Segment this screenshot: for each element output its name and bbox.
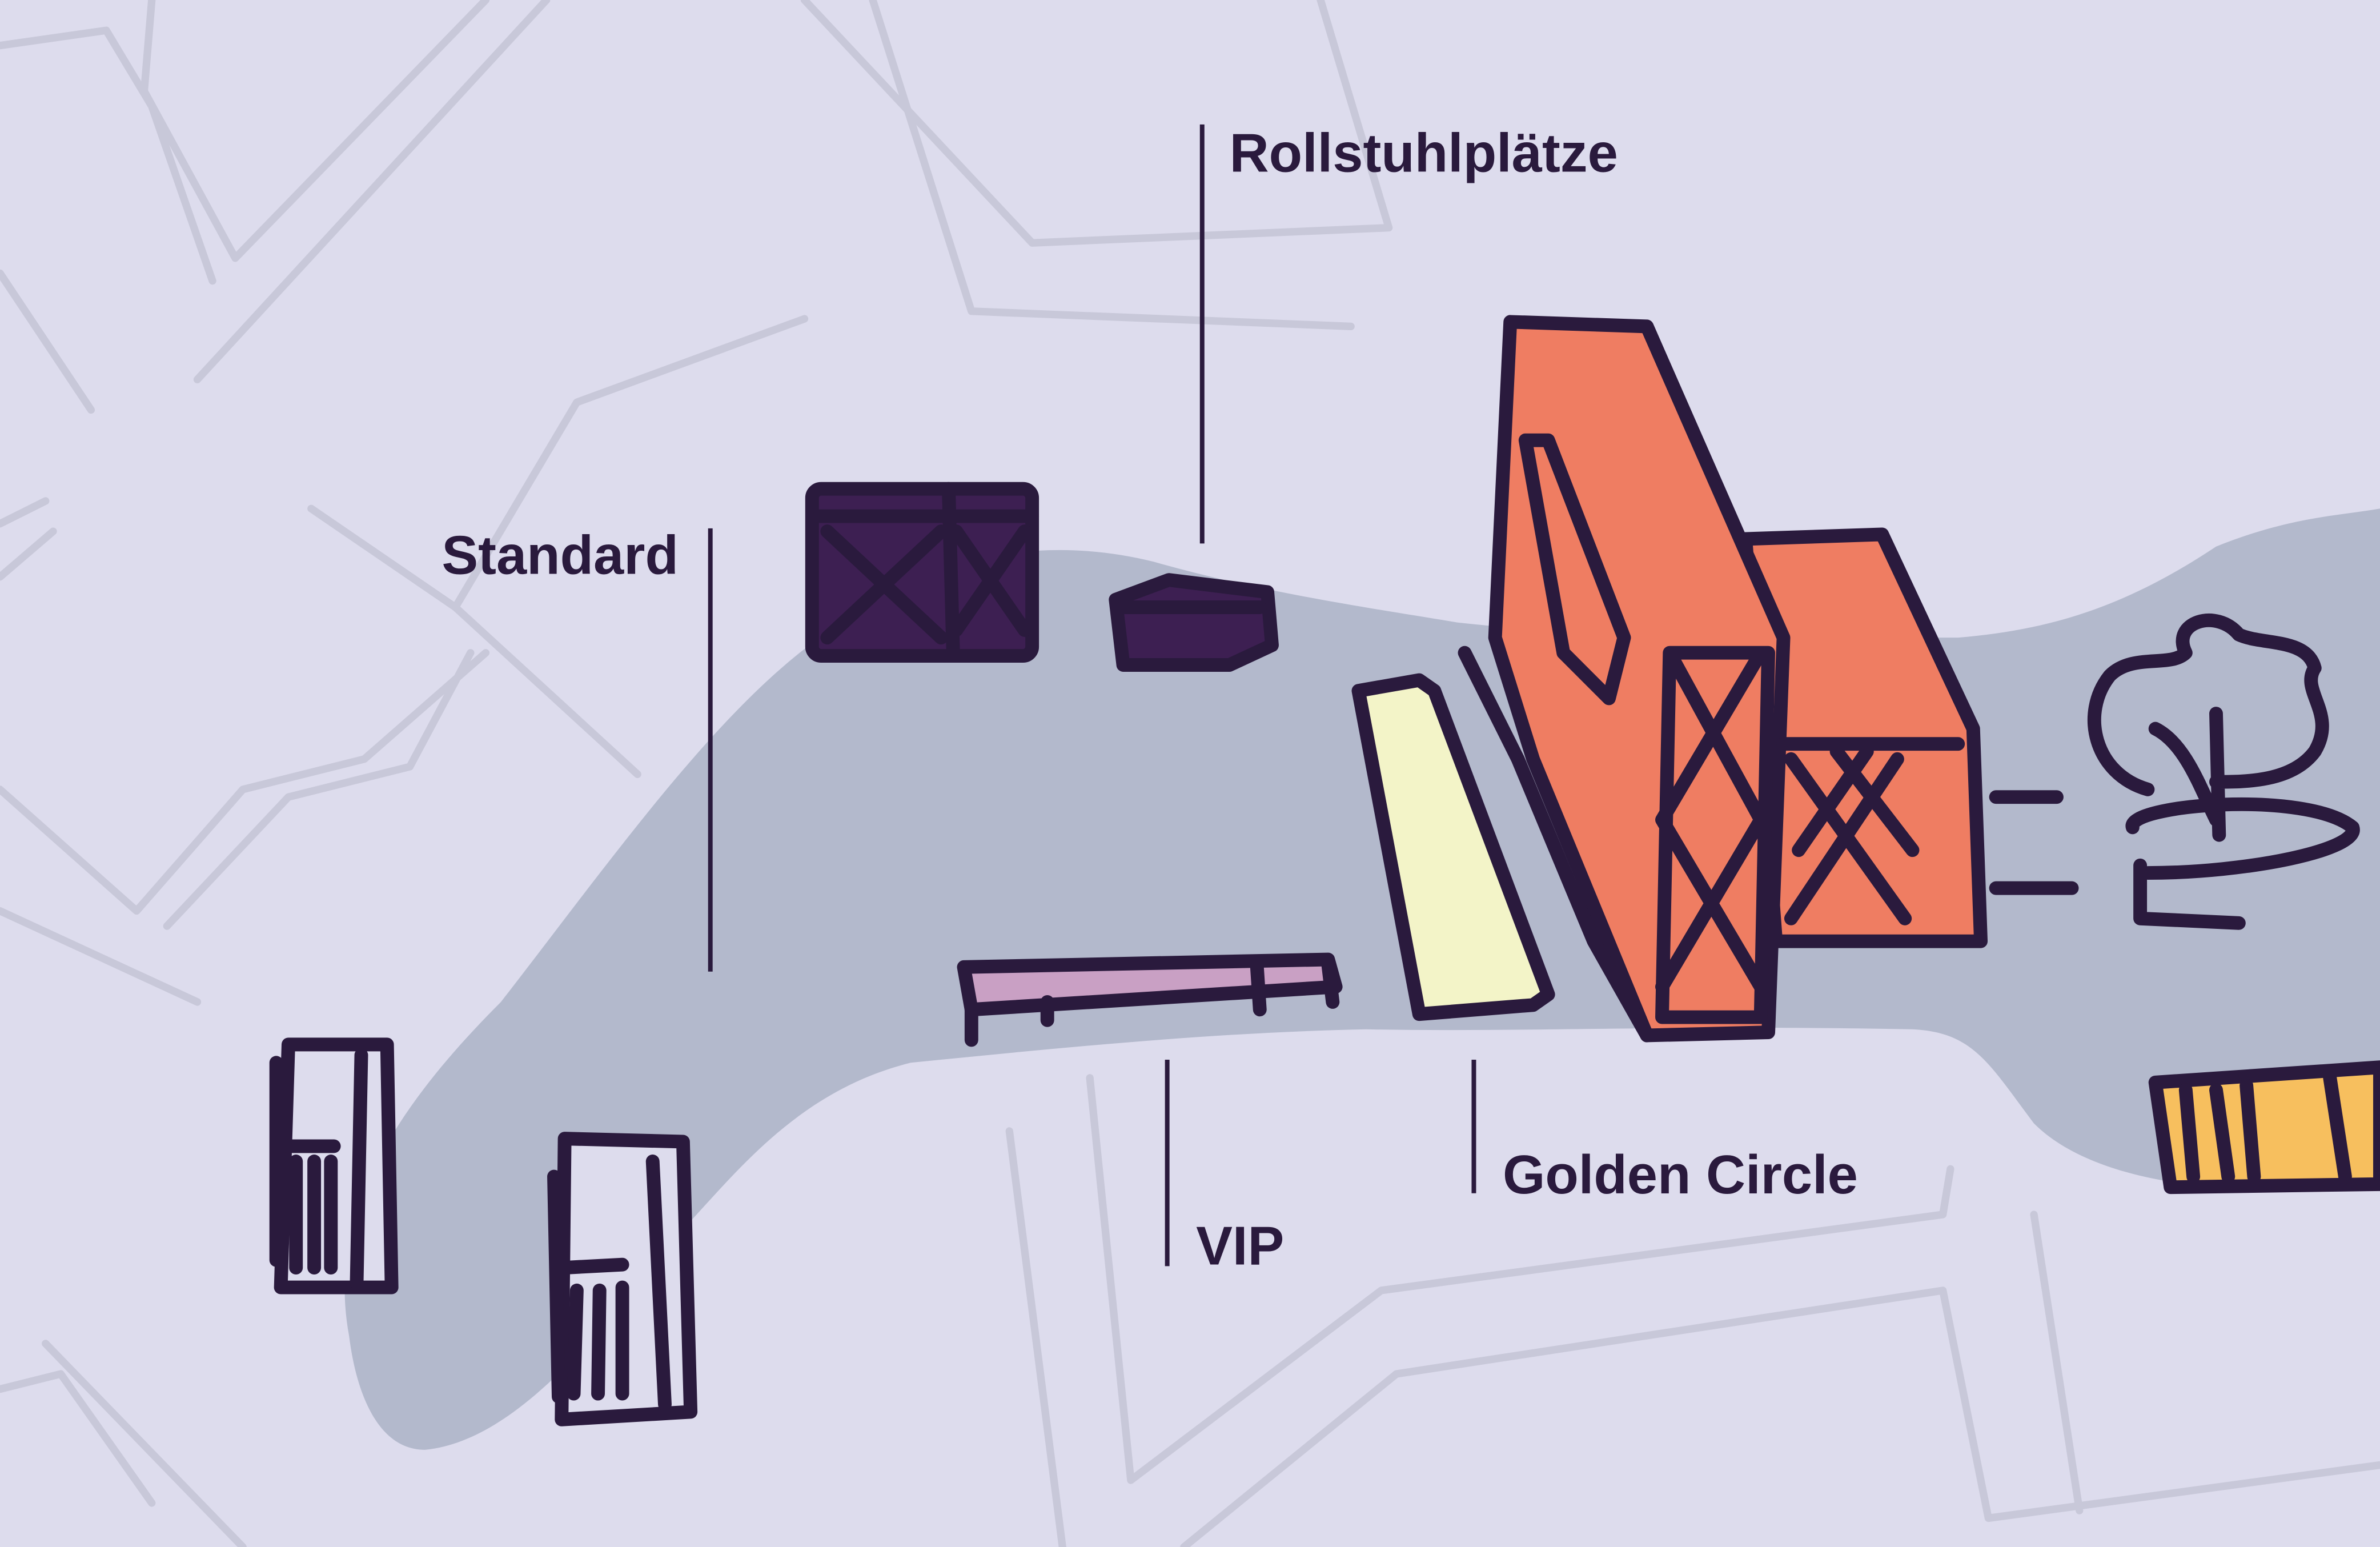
label-wheelchair: Rollstuhlplätze xyxy=(1199,122,1618,544)
label-standard: Standard xyxy=(442,525,713,972)
label-golden-circle-text: Golden Circle xyxy=(1503,1144,1858,1205)
label-golden-circle: Golden Circle xyxy=(1471,1059,1858,1205)
label-vip: VIP xyxy=(1165,1059,1284,1277)
golden-circle-area xyxy=(1351,673,1555,1021)
toilet-block-right xyxy=(547,1132,698,1426)
toilet-block-left xyxy=(269,1037,399,1294)
wheelchair-platform-small xyxy=(1109,573,1279,672)
wheelchair-platform-large xyxy=(805,482,1040,663)
tree-fountain xyxy=(2087,614,2360,930)
food-stand xyxy=(2148,1060,2380,1195)
label-wheelchair-text: Rollstuhlplätze xyxy=(1230,122,1618,183)
label-vip-text: VIP xyxy=(1196,1216,1284,1277)
vip-platform xyxy=(957,952,1343,1047)
label-standard-text: Standard xyxy=(442,525,679,586)
stage xyxy=(1458,315,2079,1043)
